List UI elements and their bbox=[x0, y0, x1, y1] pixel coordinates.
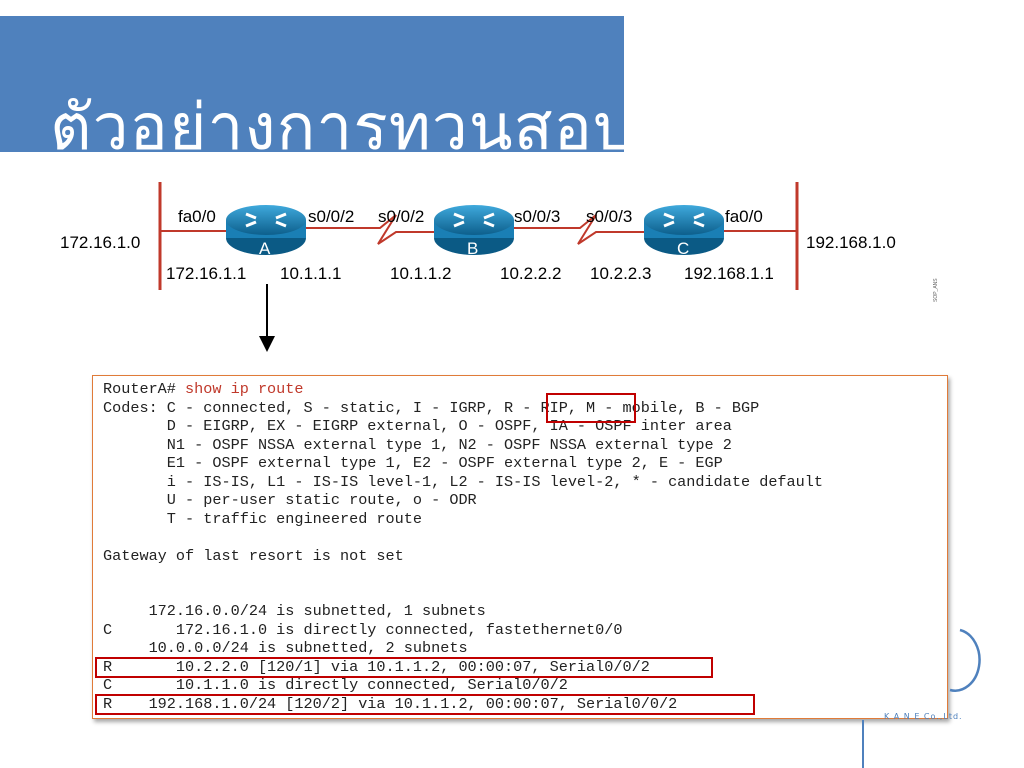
router-b-right-interface: s0/0/3 bbox=[514, 207, 560, 226]
terminal-output-panel: RouterA# show ip route Codes: C - connec… bbox=[92, 375, 948, 719]
router-a-right-interface: s0/0/2 bbox=[308, 207, 354, 226]
terminal-line: U - per-user static route, o - ODR bbox=[103, 491, 477, 509]
router-b-icon bbox=[434, 205, 514, 255]
router-c-icon bbox=[644, 205, 724, 255]
highlight-rip-route-2 bbox=[95, 694, 755, 715]
router-c-left-interface: s0/0/3 bbox=[586, 207, 632, 226]
router-c-name: C bbox=[677, 239, 689, 258]
serial-link-a-b bbox=[304, 214, 436, 245]
highlight-rip-route-1 bbox=[95, 657, 713, 678]
router-c-right-ip: 192.168.1.1 bbox=[684, 264, 774, 283]
terminal-line: C 172.16.1.0 is directly connected, fast… bbox=[103, 620, 623, 639]
title-band: ตัวอย่างการทวนสอบ bbox=[0, 16, 624, 152]
terminal-line: C 10.1.1.0 is directly connected, Serial… bbox=[103, 676, 568, 694]
terminal-line: i - IS-IS, L1 - IS-IS level-1, L2 - IS-I… bbox=[103, 472, 824, 491]
company-logo-text: K A N E Co.,Ltd. bbox=[884, 712, 963, 721]
router-c-right-interface: fa0/0 bbox=[725, 207, 763, 226]
terminal-line: 172.16.0.0/24 is subnetted, 1 subnets bbox=[103, 602, 486, 620]
router-c-left-ip: 10.2.2.3 bbox=[590, 264, 651, 283]
terminal-line: R 192.168.1.0/24 [120/2] via 10.1.1.2, 0… bbox=[103, 694, 678, 713]
router-a-left-ip: 172.16.1.1 bbox=[166, 264, 246, 283]
router-b-right-ip: 10.2.2.2 bbox=[500, 264, 561, 283]
figure-code: SOP_ANS bbox=[933, 278, 939, 302]
terminal-line: E1 - OSPF external type 1, E2 - OSPF ext… bbox=[103, 454, 723, 472]
terminal-line: T - traffic engineered route bbox=[103, 509, 422, 528]
router-a-right-ip: 10.1.1.1 bbox=[280, 264, 341, 283]
router-b-name: B bbox=[467, 239, 478, 258]
serial-link-b-c bbox=[512, 214, 646, 245]
terminal-line: N1 - OSPF NSSA external type 1, N2 - OSP… bbox=[103, 435, 732, 454]
router-b-left-interface: s0/0/2 bbox=[378, 207, 424, 226]
terminal-line: R 10.2.2.0 [120/1] via 10.1.1.2, 00:00:0… bbox=[103, 657, 650, 676]
decorative-vertical-line bbox=[862, 720, 864, 768]
terminal-line: Gateway of last resort is not set bbox=[103, 546, 404, 565]
slide-title: ตัวอย่างการทวนสอบ bbox=[50, 91, 624, 152]
right-network-label: 192.168.1.0 bbox=[806, 233, 896, 252]
router-a-icon bbox=[226, 205, 306, 255]
terminal-text: RouterA# show ip route Codes: C - connec… bbox=[103, 380, 823, 713]
highlight-rip-code bbox=[546, 393, 636, 423]
terminal-line: D - EIGRP, EX - EIGRP external, O - OSPF… bbox=[103, 417, 732, 435]
down-arrow-icon bbox=[259, 284, 275, 352]
company-logo-icon bbox=[949, 628, 981, 692]
network-topology-diagram: A B C 172.16.1.0 192.168.1.0 fa0/0 s0/0/… bbox=[60, 182, 939, 352]
terminal-line: Codes: C - connected, S - static, I - IG… bbox=[103, 398, 760, 417]
router-a-left-interface: fa0/0 bbox=[178, 207, 216, 226]
left-network-label: 172.16.1.0 bbox=[60, 233, 140, 252]
router-b-left-ip: 10.1.1.2 bbox=[390, 264, 451, 283]
terminal-line: 10.0.0.0/24 is subnetted, 2 subnets bbox=[103, 639, 468, 657]
terminal-prompt: RouterA# bbox=[103, 380, 186, 398]
terminal-command: show ip route bbox=[185, 380, 304, 398]
router-a-name: A bbox=[259, 239, 271, 258]
